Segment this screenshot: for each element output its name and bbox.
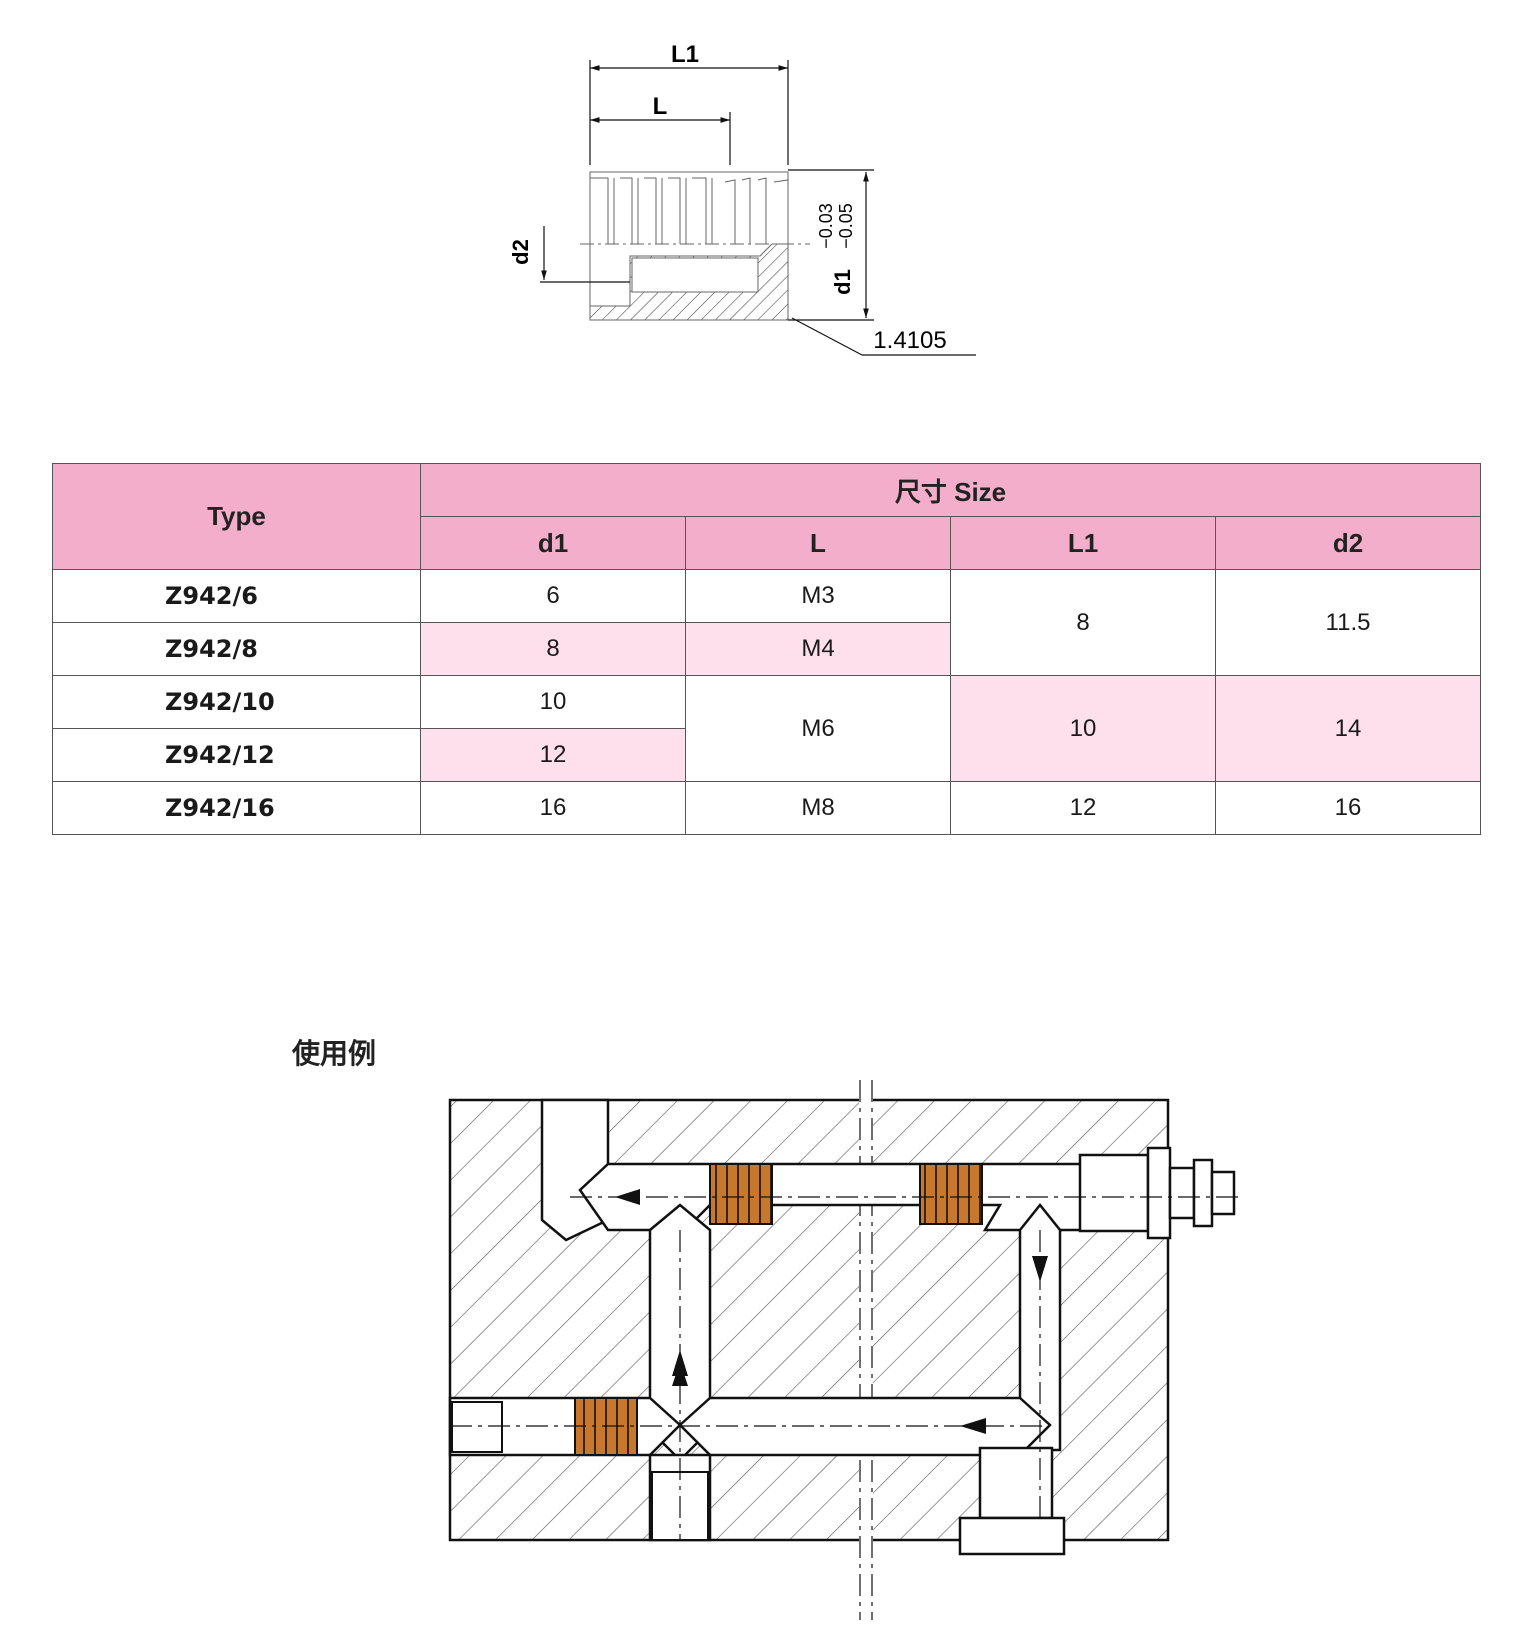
L-cell: M8 [685, 781, 951, 835]
table-row: Z942/10 10 M6 10 14 [52, 675, 1481, 782]
dim-d1-label: d1 [830, 269, 855, 295]
table-row: Z942/6 6 M3 8 11.5 [52, 569, 1481, 676]
type-cell: Z942/16 [52, 781, 421, 835]
L1-cell: 12 [950, 781, 1216, 835]
spec-table: Type 尺寸 Size d1 L L1 d2 Z942/6 6 M3 8 11… [52, 463, 1481, 835]
plug-insert-icon [709, 1163, 773, 1225]
tolerance-lower: −0.05 [836, 203, 856, 249]
dim-L1-label: L1 [671, 41, 699, 68]
L1-cell: 8 [950, 569, 1216, 676]
L-cell: M3 [685, 569, 951, 623]
part-drawing: L1 L d2 d1 −0.03 −0.05 1.4105 [510, 41, 976, 356]
type-header: Type [52, 463, 421, 570]
col-header-L1: L1 [950, 516, 1216, 570]
type-cell: Z942/10 [52, 675, 421, 729]
plug-insert-icon [919, 1163, 983, 1225]
d2-cell: 16 [1215, 781, 1481, 835]
tolerance-upper: −0.03 [816, 203, 836, 249]
material-label: 1.4105 [873, 327, 946, 354]
col-header-d1: d1 [420, 516, 686, 570]
col-header-L: L [685, 516, 951, 570]
type-cell: Z942/12 [52, 728, 421, 782]
col-header-d2: d2 [1215, 516, 1481, 570]
L-cell: M4 [685, 622, 951, 676]
dim-d2-label: d2 [510, 239, 533, 265]
table-row: Z942/16 16 M8 12 16 [52, 781, 1481, 835]
usage-drawing [448, 1080, 1240, 1620]
d1-cell: 16 [420, 781, 686, 835]
d1-cell: 8 [420, 622, 686, 676]
type-cell: Z942/8 [52, 622, 421, 676]
usage-title: 使用例 [292, 1037, 377, 1070]
d1-cell: 6 [420, 569, 686, 623]
type-cell: Z942/6 [52, 569, 421, 623]
L-cell: M6 [685, 675, 951, 782]
d2-cell: 14 [1215, 675, 1481, 782]
d2-cell: 11.5 [1215, 569, 1481, 676]
dim-L-label: L [653, 93, 668, 120]
L1-cell: 10 [950, 675, 1216, 782]
d1-cell: 12 [420, 728, 686, 782]
size-header: 尺寸 Size [420, 463, 1481, 517]
d1-cell: 10 [420, 675, 686, 729]
